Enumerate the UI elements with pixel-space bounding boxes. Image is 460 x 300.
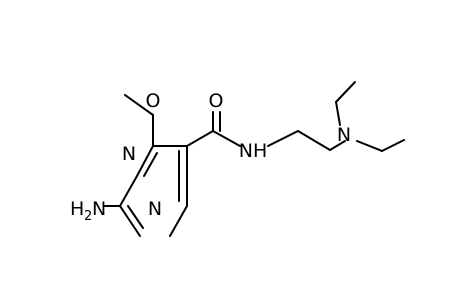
bond-n3-c2 [119,205,141,237]
bond-ch2b-n [329,140,346,151]
atom-nh-amide: NH [239,140,268,162]
bond-n-et1a [335,101,341,126]
bond-n-ch2a [267,130,299,147]
bond-et2a-et2b [381,139,405,152]
bond-n-et2a [356,140,383,152]
bond-c7-n [212,130,241,147]
bond-c2-n1 [119,175,138,207]
atom-labels: N N O O NH N H 2 N [70,90,351,224]
atom-nh2: H 2 N [70,198,106,224]
bond-n1-c6 [136,145,154,177]
bonds [103,81,405,237]
bond-o-ch3 [124,94,154,116]
atom-nh2-subscript: 2 [84,209,92,224]
atom-nh2-n: N [92,198,106,220]
bond-et1a-et1b [335,81,356,103]
atom-n-ring-bottom: N [148,198,162,220]
bond-n3-c2-inner [127,205,144,229]
atom-o-methoxy: O [146,90,161,112]
bond-c4-n3 [169,205,188,237]
atom-o-carbonyl: O [209,90,224,112]
atom-nh2-h: H [70,198,84,220]
bond-c5-c7 [186,130,214,147]
atom-n-ring-top: N [122,143,136,165]
bond-n1-c6-inner [143,152,158,177]
atom-n-amine: N [337,124,351,146]
bond-ch2a-ch2b [297,130,331,151]
